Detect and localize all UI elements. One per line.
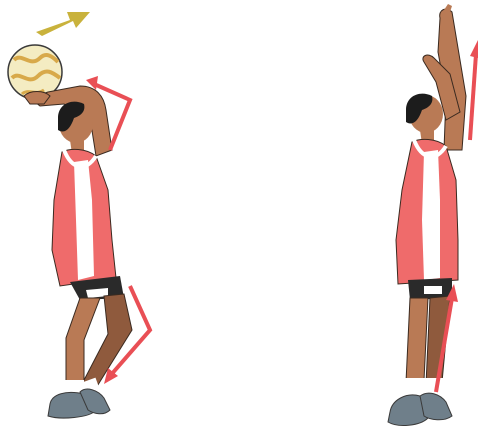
bent-legs (64, 294, 132, 394)
bib-dress (52, 149, 116, 286)
player-figure-releasing (388, 4, 478, 425)
forward-throw-arrow (36, 12, 90, 36)
sneakers (48, 389, 110, 418)
arm-extend-arrow (470, 40, 478, 140)
player-figure-preparing (8, 12, 150, 418)
bib-dress (396, 139, 458, 284)
sneakers (388, 393, 452, 425)
head (406, 94, 443, 144)
